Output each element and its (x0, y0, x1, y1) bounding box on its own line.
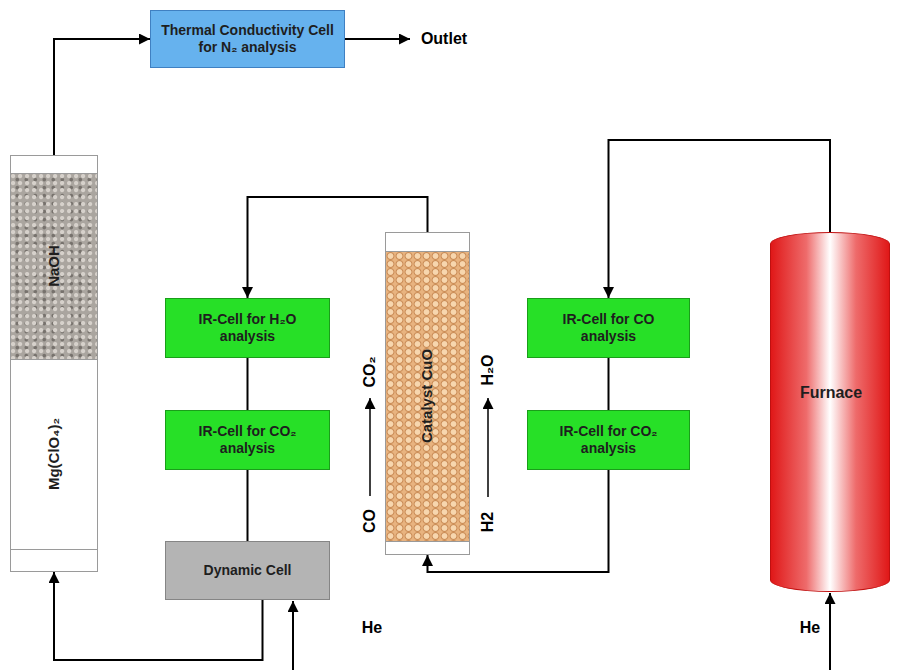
node-text: IR-Cell for CO analysis (537, 311, 680, 345)
reaction-arrow (487, 398, 489, 497)
node-text: Mg(ClO₄)₂ (45, 418, 63, 490)
node-text: Dynamic Cell (204, 562, 292, 579)
flow-line (608, 358, 610, 410)
flow-line (247, 358, 249, 410)
ir-cell-box: IR-Cell for CO analysis (527, 298, 690, 358)
helium-inlet-arrow (292, 601, 294, 670)
detector-box: Thermal Conductivity Cell for N₂ analysi… (150, 10, 345, 68)
column-section (11, 549, 97, 571)
node-text: IR-Cell for CO₂ analysis (175, 423, 320, 457)
node-text: NaOH (45, 245, 63, 287)
ir-cell-box: IR-Cell for CO₂ analysis (165, 410, 330, 470)
helium-inlet-arrow (829, 593, 831, 670)
flow-label: CO (361, 509, 379, 533)
node-text: IR-Cell for CO₂ analysis (537, 423, 680, 457)
furnace-cylinder: Furnace (770, 232, 890, 592)
flow-label: He (800, 619, 820, 637)
column-section (11, 156, 97, 173)
node-text: Catalyst CuO (418, 349, 436, 443)
absorber-column: NaOH Mg(ClO₄)₂ (10, 155, 98, 572)
flow-label: He (362, 619, 382, 637)
flow-label: H2 (479, 512, 497, 532)
flow-label: H₂O (479, 354, 497, 385)
flow-line (247, 470, 249, 541)
column-section (386, 233, 469, 251)
flow-line (54, 39, 150, 155)
catalyst-column: Catalyst CuO (385, 232, 470, 555)
dynamic-cell-box: Dynamic Cell (165, 541, 330, 600)
node-text: IR-Cell for H₂O analysis (175, 311, 320, 345)
flow-label: Outlet (421, 30, 467, 48)
column-section (386, 541, 469, 554)
outlet-arrow (345, 38, 410, 40)
reaction-arrow (369, 398, 371, 496)
node-text: Furnace (800, 383, 862, 402)
flow-label: CO₂ (361, 356, 379, 387)
node-text: Thermal Conductivity Cell for N₂ analysi… (160, 22, 335, 56)
ir-cell-box: IR-Cell for CO₂ analysis (527, 410, 690, 470)
ir-cell-box: IR-Cell for H₂O analysis (165, 298, 330, 358)
